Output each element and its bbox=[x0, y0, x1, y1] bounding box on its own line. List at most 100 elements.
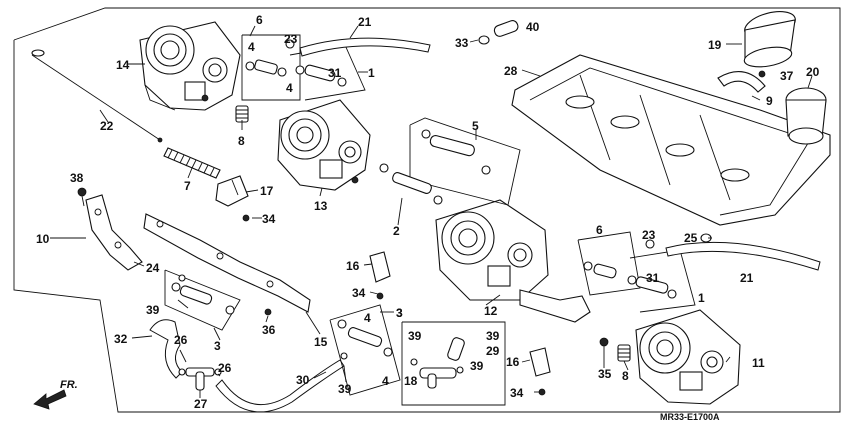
callout-31: 31 bbox=[646, 271, 660, 285]
callout-33: 33 bbox=[455, 36, 469, 50]
bracket-16-right[interactable] bbox=[529, 347, 551, 377]
vent-hose-32[interactable] bbox=[149, 319, 183, 379]
spring-7[interactable] bbox=[163, 147, 221, 179]
leader-lines bbox=[50, 25, 813, 398]
screw-37[interactable] bbox=[758, 70, 766, 78]
callout-18: 18 bbox=[404, 374, 418, 388]
clip-33[interactable] bbox=[478, 35, 490, 45]
tube-40[interactable] bbox=[493, 19, 519, 38]
callout-9: 9 bbox=[766, 94, 773, 108]
joint-pipe-group-5 bbox=[409, 117, 521, 206]
callout-25: 25 bbox=[684, 231, 698, 245]
fuel-joint-group-center bbox=[329, 304, 401, 396]
callout-17: 17 bbox=[260, 184, 274, 198]
diagram-code: MR33-E1700A bbox=[660, 412, 720, 422]
fuel-hose-21-top[interactable] bbox=[299, 37, 431, 57]
screw-36[interactable] bbox=[264, 308, 272, 316]
callout-40: 40 bbox=[526, 20, 540, 34]
callout-24: 24 bbox=[146, 261, 160, 275]
spring-8-top[interactable] bbox=[235, 105, 249, 123]
bracket-16-center[interactable] bbox=[369, 251, 391, 283]
joint-pipe-group-top bbox=[241, 34, 366, 101]
callout-3: 3 bbox=[396, 306, 403, 320]
callout-39: 39 bbox=[486, 329, 500, 343]
callout-35: 35 bbox=[598, 367, 612, 381]
callout-20: 20 bbox=[806, 65, 820, 79]
callout-22: 22 bbox=[100, 119, 114, 133]
callout-1: 1 bbox=[368, 66, 375, 80]
screw-34-top[interactable] bbox=[242, 214, 250, 222]
callout-15: 15 bbox=[314, 335, 328, 349]
callout-12: 12 bbox=[484, 304, 498, 318]
screw-38[interactable] bbox=[77, 187, 87, 207]
spring-8-right[interactable] bbox=[617, 344, 631, 362]
carburetor-13[interactable] bbox=[277, 99, 371, 191]
callout-34: 34 bbox=[510, 386, 524, 400]
callout-27: 27 bbox=[194, 397, 208, 411]
callout-34: 34 bbox=[352, 286, 366, 300]
callout-16: 16 bbox=[506, 355, 520, 369]
callout-32: 32 bbox=[114, 332, 128, 346]
choke-rod-22[interactable] bbox=[31, 49, 163, 143]
callout-6: 6 bbox=[596, 223, 603, 237]
callout-2: 2 bbox=[393, 224, 400, 238]
air-chamber-28[interactable] bbox=[511, 54, 831, 226]
callout-26: 26 bbox=[174, 333, 188, 347]
clamp-9[interactable] bbox=[717, 71, 766, 93]
callout-3: 3 bbox=[396, 306, 403, 320]
callout-13: 13 bbox=[314, 199, 328, 213]
callout-4: 4 bbox=[286, 81, 293, 95]
diagram-frame bbox=[13, 7, 841, 413]
callout-7: 7 bbox=[184, 179, 191, 193]
screw-35[interactable] bbox=[599, 337, 609, 347]
callout-3: 3 bbox=[214, 339, 221, 353]
callout-16: 16 bbox=[346, 259, 360, 273]
callout-4: 4 bbox=[382, 374, 389, 388]
bracket-17[interactable] bbox=[215, 175, 249, 207]
intake-boot-19[interactable] bbox=[742, 7, 798, 70]
callout-labels: 14 22 8 7 6 4 23 4 21 31 1 13 17 34 38 1… bbox=[36, 13, 820, 411]
linkage-plate-15[interactable] bbox=[143, 213, 311, 313]
callout-39: 39 bbox=[408, 329, 422, 343]
callout-26: 26 bbox=[218, 361, 232, 375]
callout-39: 39 bbox=[470, 359, 484, 373]
screw-34-center[interactable] bbox=[376, 292, 384, 300]
callout-8: 8 bbox=[238, 134, 245, 148]
callout-10: 10 bbox=[36, 232, 50, 246]
front-direction-arrow: FR. bbox=[33, 379, 78, 410]
callout-4: 4 bbox=[248, 40, 255, 54]
callout-39: 39 bbox=[338, 382, 352, 396]
intake-boot-20[interactable] bbox=[785, 87, 827, 145]
carburetor-12[interactable] bbox=[435, 199, 591, 323]
callout-5: 5 bbox=[472, 119, 479, 133]
front-direction-label: FR. bbox=[60, 379, 78, 391]
callout-34: 34 bbox=[262, 212, 276, 226]
fuel-joint-group-left bbox=[164, 269, 241, 331]
bracket-10[interactable] bbox=[85, 194, 143, 271]
callout-4: 4 bbox=[364, 311, 371, 325]
callout-29: 29 bbox=[486, 344, 500, 358]
callout-38: 38 bbox=[70, 171, 84, 185]
callout-28: 28 bbox=[504, 64, 518, 78]
callout-23: 23 bbox=[642, 228, 656, 242]
callout-39: 39 bbox=[146, 303, 160, 317]
joint-pipe-group-right bbox=[577, 231, 696, 313]
callout-11: 11 bbox=[752, 356, 765, 370]
callout-30: 30 bbox=[296, 373, 310, 387]
carburetor-14[interactable] bbox=[139, 21, 241, 111]
vent-hose-30[interactable] bbox=[215, 359, 345, 413]
carburetor-11[interactable] bbox=[635, 309, 741, 405]
callout-36: 36 bbox=[262, 323, 276, 337]
fuel-joint-group-bottom bbox=[401, 321, 506, 406]
callout-23: 23 bbox=[284, 32, 298, 46]
callout-14: 14 bbox=[116, 58, 130, 72]
callout-6: 6 bbox=[256, 13, 263, 27]
callout-31: 31 bbox=[328, 66, 342, 80]
callout-19: 19 bbox=[708, 38, 722, 52]
callout-1: 1 bbox=[698, 291, 705, 305]
callout-8: 8 bbox=[622, 369, 629, 383]
tee-joint-27[interactable] bbox=[178, 367, 222, 391]
callout-21: 21 bbox=[740, 271, 754, 285]
